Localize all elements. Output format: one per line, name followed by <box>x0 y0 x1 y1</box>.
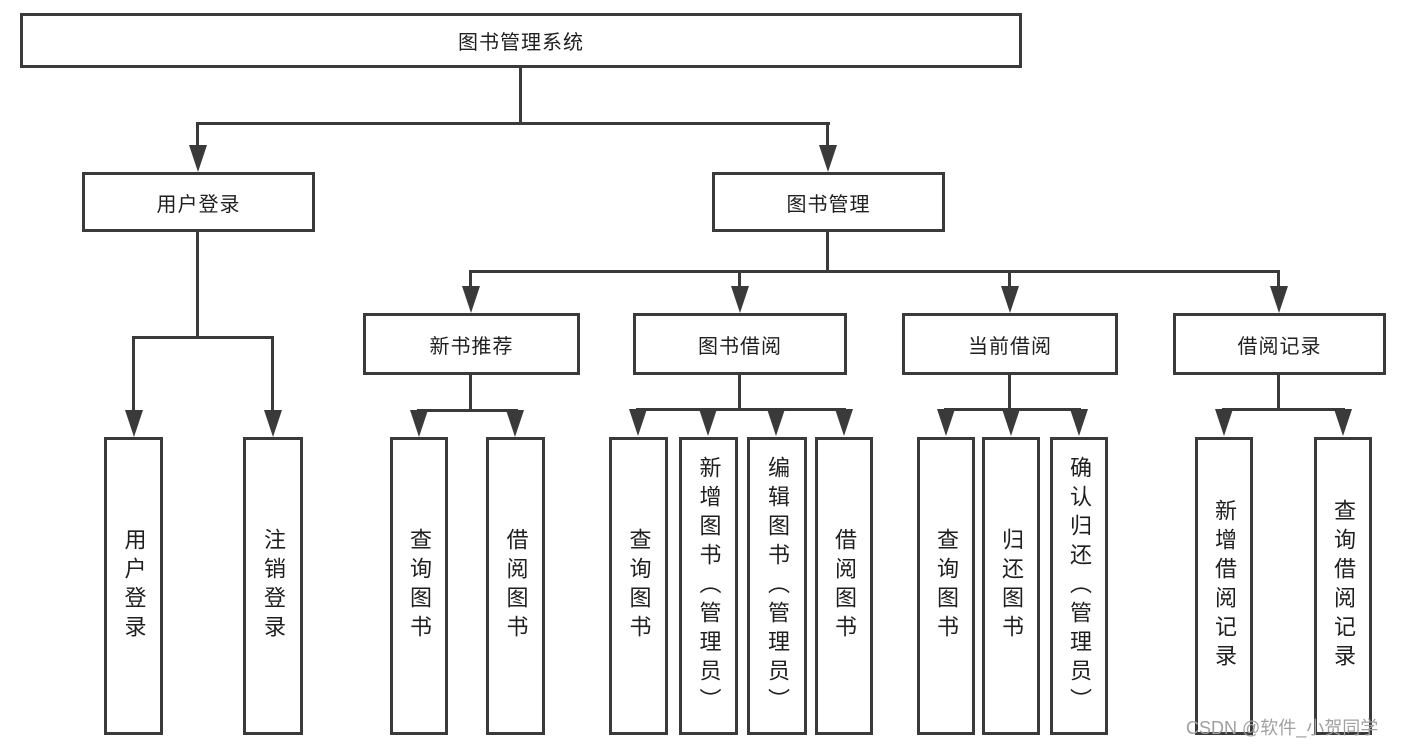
connector-vline <box>1008 375 1011 408</box>
node-root: 图书管理系统 <box>20 13 1022 68</box>
arrowhead-down-icon <box>1001 286 1019 313</box>
arrowhead-down-icon <box>767 409 785 436</box>
node-book-management-label: 图书管理 <box>786 193 871 216</box>
arrowhead-down-icon <box>819 145 837 172</box>
arrowhead-down-icon <box>410 410 428 437</box>
connector-vline <box>1277 375 1280 408</box>
node-return-book-label: 归还图书 <box>999 528 1024 644</box>
arrowhead-down-icon <box>125 410 143 437</box>
connector-vline <box>469 375 472 409</box>
node-borrow-book-1: 借阅图书 <box>486 437 545 735</box>
connector-hline <box>132 336 274 339</box>
arrowhead-down-icon <box>937 409 955 436</box>
node-query-book-1: 查询图书 <box>390 437 448 735</box>
node-book-borrow-label: 图书借阅 <box>698 335 782 358</box>
arrowhead-down-icon <box>189 145 207 172</box>
arrowhead-down-icon <box>835 409 853 436</box>
node-book-management: 图书管理 <box>712 172 945 232</box>
connector-vline <box>271 336 274 414</box>
arrowhead-down-icon <box>699 409 717 436</box>
node-add-borrow-record-label: 新增借阅记录 <box>1212 499 1237 673</box>
connector-vline <box>1277 270 1280 290</box>
connector-vline <box>132 336 135 414</box>
node-query-book-3: 查询图书 <box>917 437 975 735</box>
node-query-book-2-label: 查询图书 <box>626 528 652 644</box>
connector-vline <box>196 232 199 336</box>
node-book-borrow: 图书借阅 <box>633 313 847 375</box>
arrowhead-down-icon <box>629 409 647 436</box>
connector-vline <box>826 122 829 150</box>
connector-hline <box>469 270 1279 273</box>
node-borrow-records-label: 借阅记录 <box>1237 335 1322 358</box>
node-confirm-return-admin: 确认归还（管理员） <box>1050 437 1108 735</box>
node-logout-leaf: 注销登录 <box>243 437 303 735</box>
arrowhead-down-icon <box>1270 286 1288 313</box>
connector-vline <box>1008 270 1011 290</box>
connector-vline <box>738 375 741 408</box>
connector-vline <box>738 270 741 290</box>
node-query-borrow-record: 查询借阅记录 <box>1314 437 1372 735</box>
connector-vline <box>196 122 199 150</box>
node-add-book-admin: 新增图书（管理员） <box>679 437 738 735</box>
connector-hline <box>1222 408 1345 411</box>
node-query-borrow-record-label: 查询借阅记录 <box>1331 499 1356 673</box>
node-current-borrow: 当前借阅 <box>902 313 1118 375</box>
connector-vline <box>469 270 472 290</box>
node-query-book-2: 查询图书 <box>609 437 668 735</box>
node-user-login-label: 用户登录 <box>156 193 241 216</box>
arrowhead-down-icon <box>1002 409 1020 436</box>
node-logout-leaf-label: 注销登录 <box>261 528 286 644</box>
node-add-book-admin-label: 新增图书（管理员） <box>696 455 722 717</box>
connector-hline <box>417 409 518 412</box>
node-root-label: 图书管理系统 <box>458 32 584 54</box>
connector-hline <box>636 408 846 411</box>
arrowhead-down-icon <box>462 286 480 313</box>
node-borrow-book-2: 借阅图书 <box>815 437 873 735</box>
node-query-book-1-label: 查询图书 <box>407 528 432 644</box>
arrowhead-down-icon <box>506 410 524 437</box>
node-borrow-book-2-label: 借阅图书 <box>832 528 857 644</box>
node-add-borrow-record: 新增借阅记录 <box>1195 437 1253 735</box>
csdn-watermark: CSDN @软件_小贺同学 <box>1186 718 1379 738</box>
node-new-book-recommend-label: 新书推荐 <box>429 335 514 358</box>
node-new-book-recommend: 新书推荐 <box>363 313 580 375</box>
node-user-login: 用户登录 <box>82 172 315 232</box>
node-borrow-records: 借阅记录 <box>1173 313 1386 375</box>
node-return-book: 归还图书 <box>982 437 1040 735</box>
arrowhead-down-icon <box>1070 409 1088 436</box>
arrowhead-down-icon <box>1215 409 1233 436</box>
node-query-book-3-label: 查询图书 <box>934 528 959 644</box>
node-edit-book-admin-label: 编辑图书（管理员） <box>765 455 790 717</box>
node-user-login-leaf-label: 用户登录 <box>121 528 147 644</box>
node-confirm-return-admin-label: 确认归还（管理员） <box>1067 455 1092 717</box>
node-user-login-leaf: 用户登录 <box>104 437 163 735</box>
arrowhead-down-icon <box>731 286 749 313</box>
arrowhead-down-icon <box>1334 409 1352 436</box>
arrowhead-down-icon <box>264 410 282 437</box>
connector-vline <box>826 232 829 270</box>
node-edit-book-admin: 编辑图书（管理员） <box>747 437 807 735</box>
node-borrow-book-1-label: 借阅图书 <box>503 528 529 644</box>
node-current-borrow-label: 当前借阅 <box>968 335 1052 358</box>
connector-hline <box>196 122 830 125</box>
connector-vline <box>519 68 522 122</box>
